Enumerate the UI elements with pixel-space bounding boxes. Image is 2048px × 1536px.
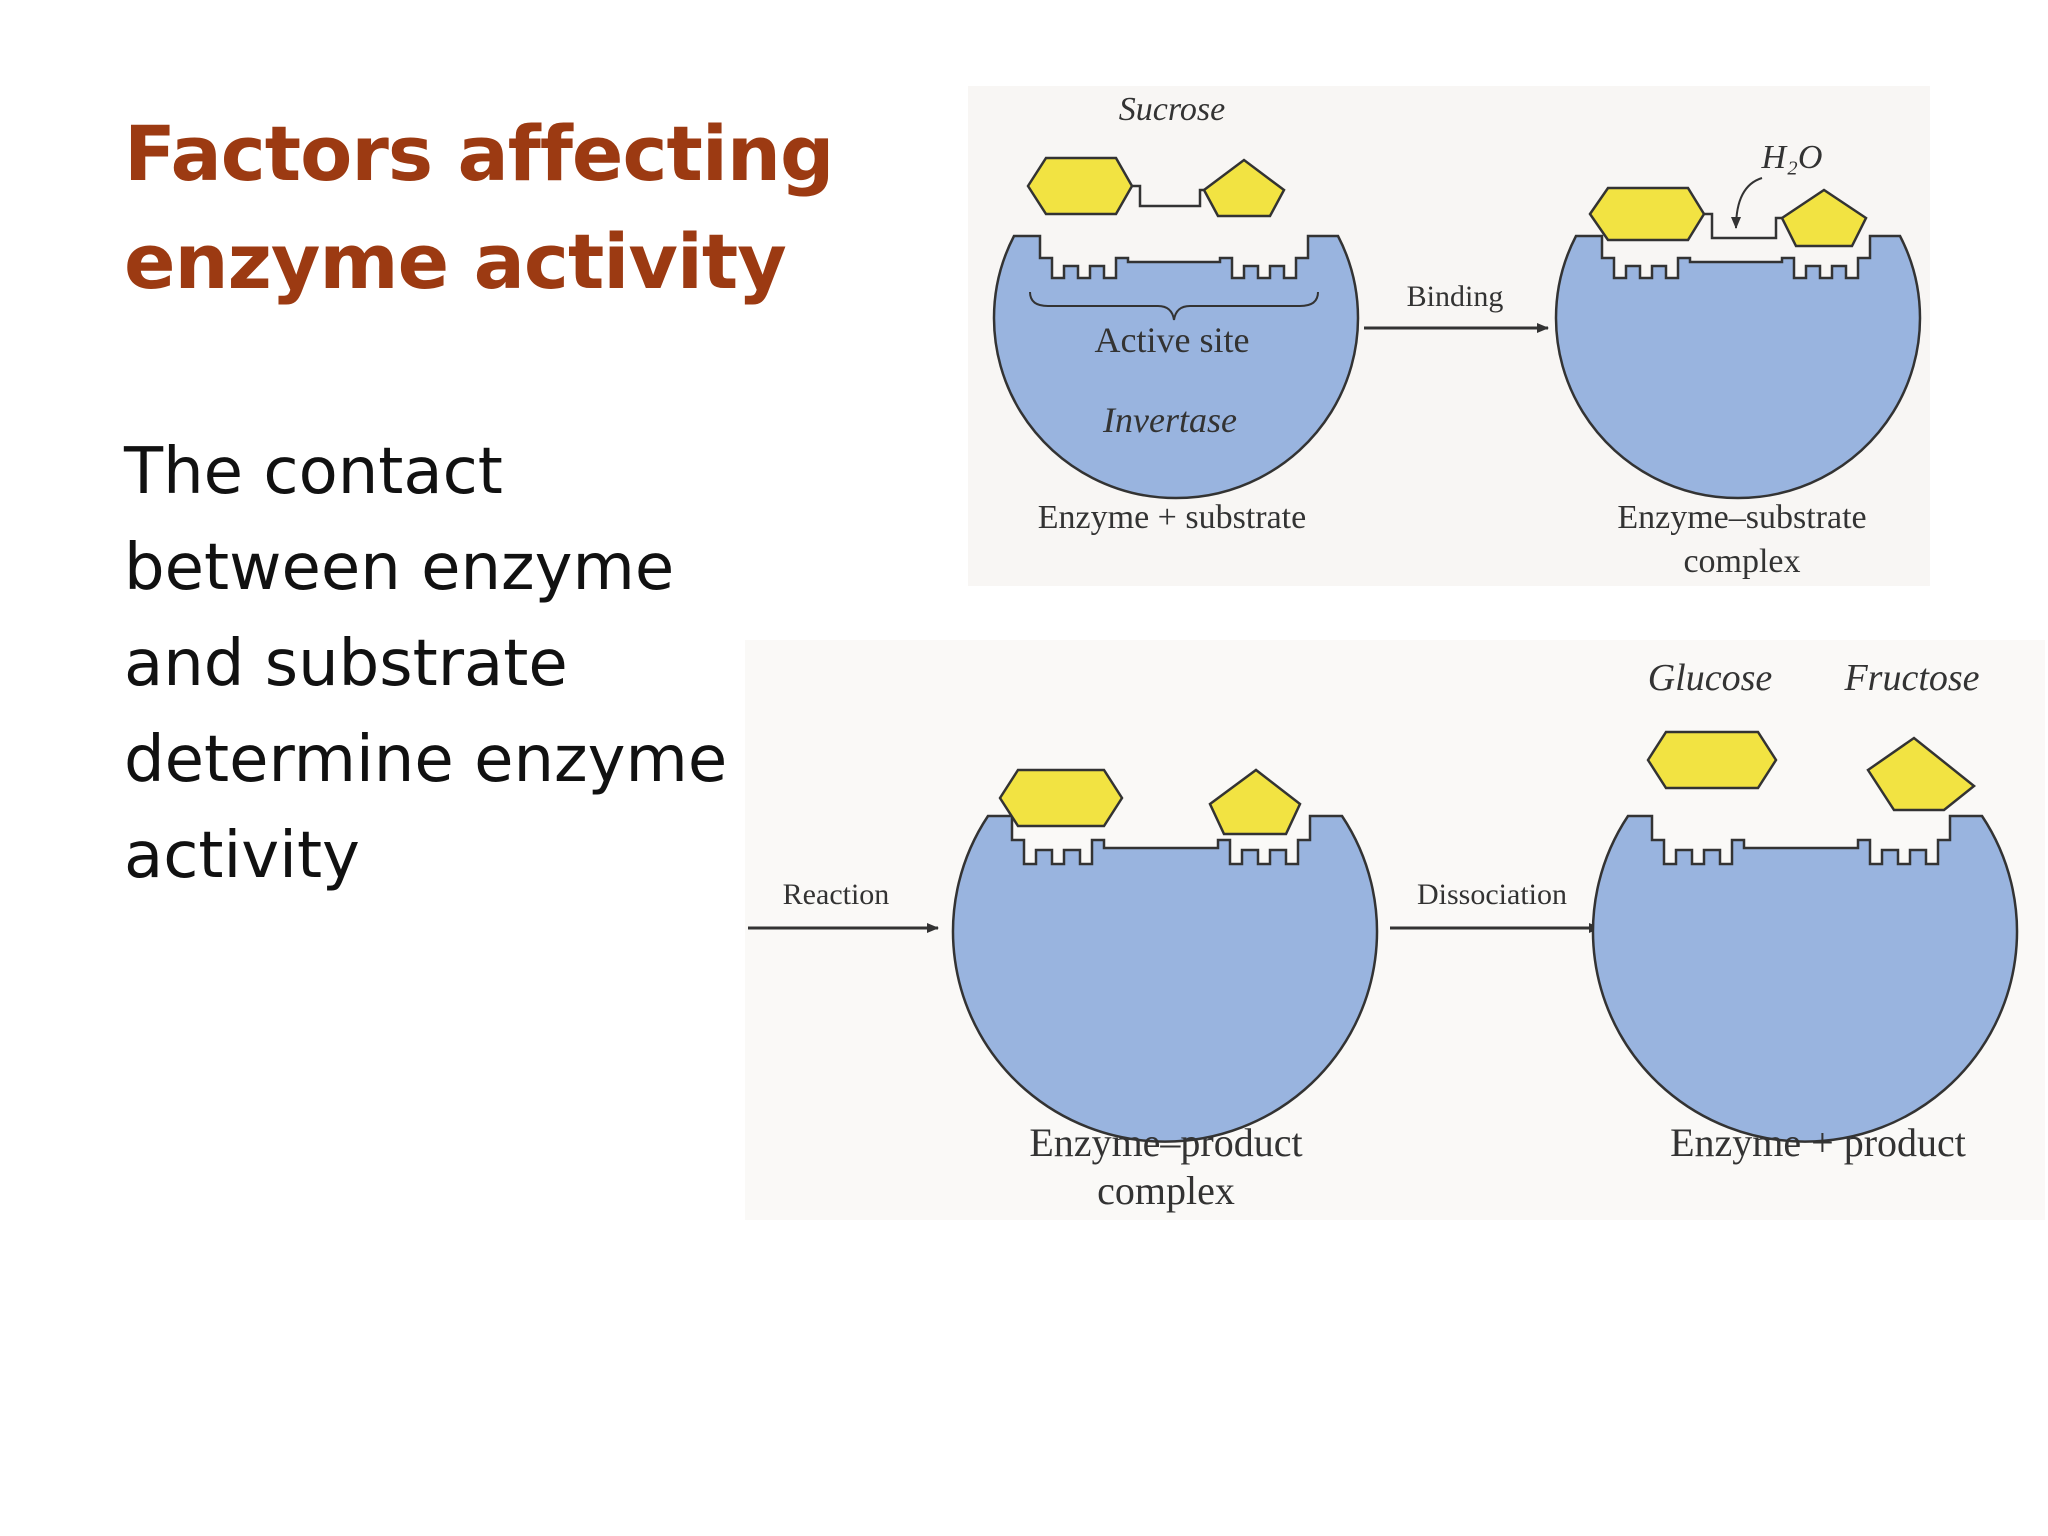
glycosidic-bond [1132,184,1204,208]
body-line-5: activity [124,819,360,893]
body-line-4: determine enzyme [124,723,728,797]
invertase-label: Invertase [1102,400,1237,440]
binding-step: Binding [1364,280,1549,333]
dissociation-label: Dissociation [1417,878,1567,911]
panel-enzyme-substrate: Sucrose Active site Invertase Enzyme + s… [992,91,1360,536]
enzyme-product-label: Enzyme + product [1670,1120,1966,1165]
glucose-ring-shape [1026,156,1134,216]
title-line-2: enzyme activity [124,217,787,306]
water-arrow [1731,177,1763,229]
enzyme-body [1554,234,1922,500]
slide-body-text: The contact between enzyme and substrate… [124,424,764,904]
panel-enzyme-product-complex: Enzyme–product complex [951,768,1379,1213]
body-line-1: The contact [124,435,503,509]
binding-label: Binding [1407,280,1504,313]
enzyme-body [992,234,1360,500]
body-line-3: and substrate [124,627,568,701]
body-line-2: between enzyme [124,531,675,605]
glucose-ring-shape [1588,186,1706,242]
fructose-ring-shape [1780,188,1868,248]
water-label: H₂O [1761,139,1823,176]
title-line-1: Factors affecting [124,109,834,198]
product-complex-label-line-1: Enzyme–product [1029,1120,1302,1165]
active-site-label: Active site [1095,320,1250,360]
enzyme-body [951,814,1379,1143]
product-complex-label-line-2: complex [1097,1168,1235,1213]
panel-enzyme-substrate-complex: H₂O Enzyme–substrate complex [1554,139,1922,580]
complex-label-line-1: Enzyme–substrate [1617,499,1866,536]
dissociation-step: Dissociation [1390,878,1601,933]
slide-title: Factors affecting enzyme activity [124,100,834,316]
reaction-label: Reaction [783,878,890,911]
glucose-ring-shape [1646,730,1778,790]
active-site-brace [1029,291,1319,321]
glucose-ring-shape [998,768,1124,828]
sucrose-label: Sucrose [1119,91,1225,128]
enzyme-body [1591,814,2019,1143]
glucose-label: Glucose [1648,657,1773,699]
glycosidic-bond [1704,212,1782,240]
fructose-ring-shape [1202,158,1286,218]
panel-enzyme-product: Glucose Fructose Enzyme + product [1591,657,2019,1165]
enzyme-substrate-label: Enzyme + substrate [1038,499,1306,536]
complex-label-line-2: complex [1683,543,1800,580]
fructose-label: Fructose [1843,657,1979,699]
fructose-ring-shape [1208,768,1302,836]
reaction-step: Reaction [748,878,939,933]
fructose-ring-shape [1866,736,1977,812]
